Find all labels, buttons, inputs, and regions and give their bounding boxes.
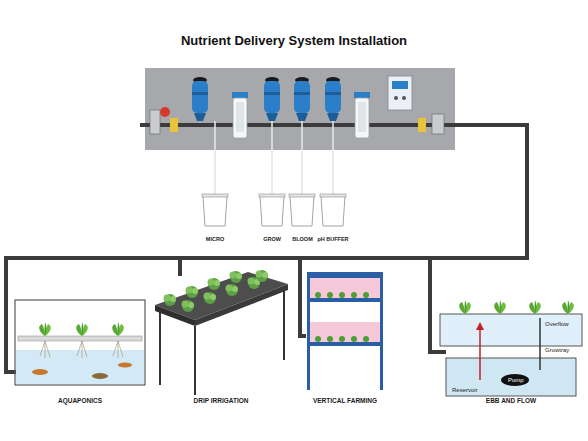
supply-bucket: pH BUFFER — [318, 190, 348, 242]
system-panel: AQUAPONICS — [12, 296, 148, 404]
node-label: VERTICAL FARMING — [313, 397, 377, 404]
part-label: Pump — [508, 377, 524, 383]
diagram-title: Nutrient Delivery System Installation — [0, 33, 588, 48]
node-label: pH BUFFER — [317, 236, 348, 242]
system-panel: DRIP IRRIGATION — [150, 268, 292, 404]
node-label: DRIP IRRIGATION — [193, 397, 248, 404]
system-panel: VERTICAL FARMING — [300, 268, 390, 404]
supply-bucket: BLOOM — [288, 190, 317, 242]
part-label: Growtray — [545, 347, 569, 353]
node-label: BLOOM — [292, 236, 312, 242]
node-label: AQUAPONICS — [58, 397, 102, 404]
supply-bucket: MICRO — [195, 190, 235, 242]
node-label: MICRO — [206, 236, 224, 242]
node-label: EBB AND FLOW — [486, 397, 536, 404]
part-label: Reservoir — [452, 387, 478, 393]
node-label: GROW — [263, 236, 281, 242]
supply-bucket: GROW — [256, 190, 288, 242]
part-label: Overflow — [545, 321, 569, 327]
